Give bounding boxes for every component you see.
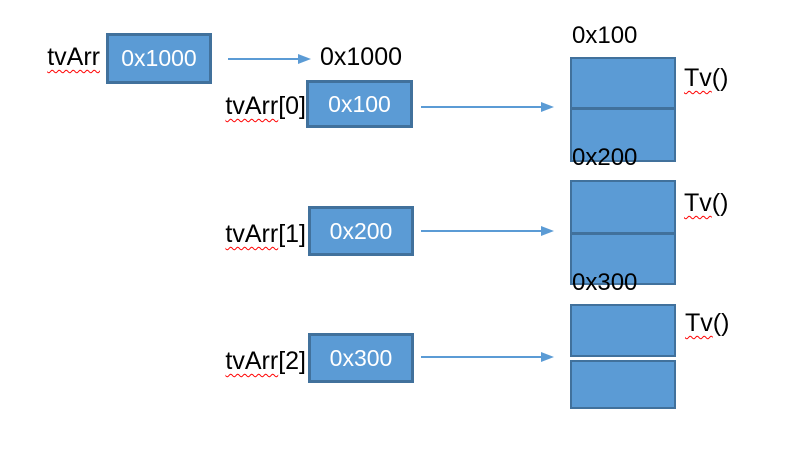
tvarr1-slot-label: tvArr[1] [148, 220, 306, 249]
heap-object-2-divider [570, 232, 676, 235]
tvarr-variable-label: tvArr [20, 43, 100, 72]
heap-object-2-method-label: Tv() [684, 189, 729, 218]
heap-object-3-method-suffix: () [712, 309, 730, 337]
tvarr0-slot-index: [0] [278, 92, 306, 120]
heap-object-3-method-label: Tv() [685, 309, 730, 338]
tvarr1-pointer-box: 0x200 [308, 206, 414, 256]
heap-object-3-top-cell [570, 304, 676, 357]
tvarr2-slot-base: tvArr [225, 347, 279, 375]
tvarr2-pointer-box: 0x300 [308, 333, 414, 383]
tvarr0-slot-base: tvArr [225, 92, 279, 120]
tvarr-deref-address-label: 0x1000 [320, 43, 403, 71]
tvarr2-slot-index: [2] [278, 347, 306, 375]
heap-object-1-method-name: Tv [684, 64, 712, 92]
heap-object-2-address: 0x200 [572, 144, 638, 171]
tvarr0-pointer-box: 0x100 [306, 80, 413, 128]
heap-object-3-method-name: Tv [685, 309, 713, 337]
tvarr1-slot-index: [1] [278, 220, 306, 248]
heap-object-1 [570, 57, 676, 162]
heap-object-3-bottom-cell [570, 360, 676, 409]
arrow-tvarr-to-address [228, 54, 311, 64]
arrow-tvarr1-to-object2 [421, 226, 554, 236]
tvarr1-pointer-value: 0x200 [329, 217, 393, 244]
heap-object-1-divider [570, 107, 676, 110]
heap-object-2-method-name: Tv [684, 189, 712, 217]
heap-object-1-method-suffix: () [711, 64, 729, 92]
tvarr0-pointer-value: 0x100 [328, 90, 391, 117]
tvarr1-slot-base: tvArr [225, 220, 279, 248]
tvarr-pointer-value: 0x1000 [121, 45, 197, 71]
heap-object-1-address: 0x100 [572, 22, 638, 49]
tvarr2-pointer-value: 0x300 [329, 344, 393, 371]
tvarr-variable-name: tvArr [47, 43, 100, 71]
arrow-tvarr2-to-object3 [421, 352, 554, 362]
tvarr-pointer-box: 0x1000 [106, 33, 212, 84]
heap-object-2 [570, 180, 676, 285]
tvarr0-slot-label: tvArr[0] [148, 92, 306, 121]
heap-object-2-method-suffix: () [711, 189, 729, 217]
arrow-tvarr0-to-object1 [421, 102, 554, 112]
heap-object-3-address: 0x300 [572, 269, 638, 296]
tvarr2-slot-label: tvArr[2] [148, 347, 306, 376]
heap-object-1-method-label: Tv() [684, 64, 729, 93]
